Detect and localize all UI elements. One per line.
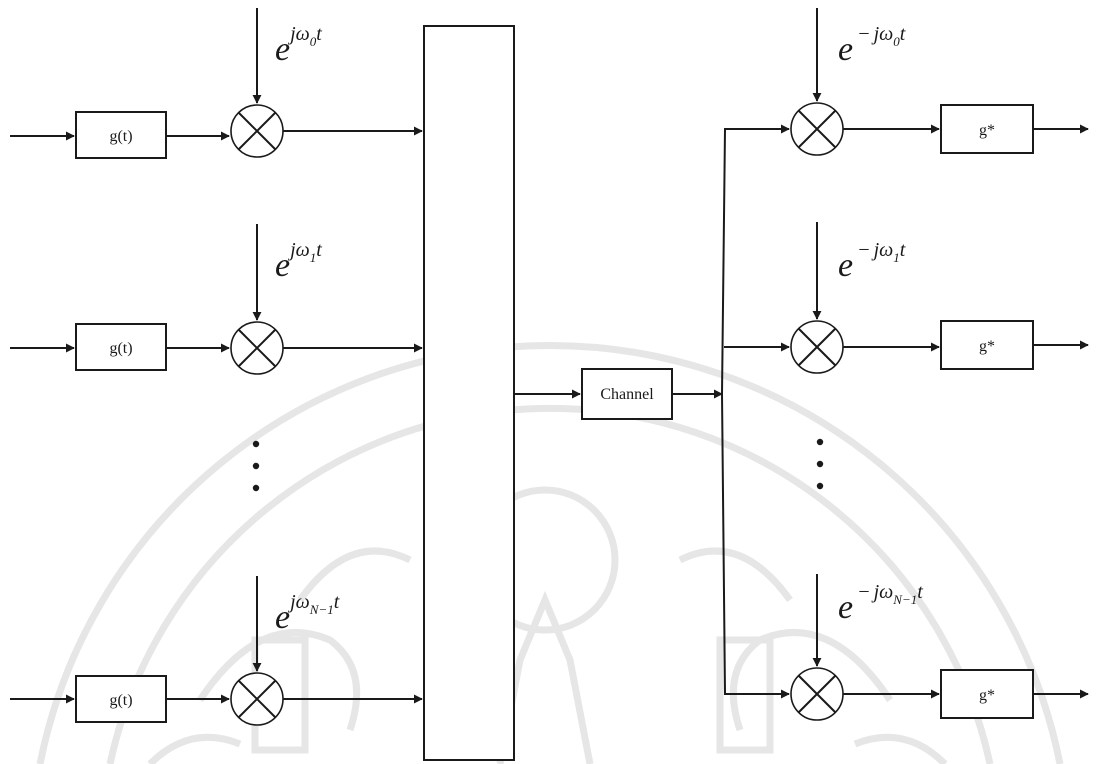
watermark-seal: [36, 341, 1064, 764]
multiplier-icon: [790, 667, 844, 721]
tx-branch-0: g(t): [10, 8, 423, 159]
rx-branch-0: g*: [790, 8, 1089, 156]
matched-filter-box-n-1: [940, 669, 1034, 719]
tx-branch-1: g(t): [10, 224, 423, 375]
pulse-shape-label-n-1: g(t): [109, 692, 132, 709]
carrier-tx-n-1-label: ejωN−1t: [275, 591, 340, 636]
multiplier-icon: [790, 320, 844, 374]
carrier-rx-n-1-label: e−jωN−1t: [838, 581, 923, 626]
channel-label: Channel: [600, 386, 654, 403]
carrier-rx-0-label: e−jω0t: [838, 23, 906, 68]
matched-filter-box-1: [940, 320, 1034, 370]
summation-block: [423, 25, 515, 761]
tx-branch-n-1: g(t): [10, 576, 423, 726]
matched-filter-label-n-1: g*: [979, 687, 995, 704]
matched-filter-label-1: g*: [979, 338, 995, 355]
pulse-shape-label-0: g(t): [109, 128, 132, 145]
carrier-tx-1-label: ejω1t: [275, 239, 322, 284]
matched-filter-box-0: [940, 104, 1034, 154]
pulse-shape-box-n-1: [75, 675, 167, 723]
pulse-shape-label-1: g(t): [109, 340, 132, 357]
rx-ellipsis: [816, 438, 824, 490]
receiver-bus: [720, 128, 731, 695]
tx-ellipsis: [252, 440, 260, 492]
rx-branch-n-1: g*: [790, 574, 1089, 721]
rx-branch-1: g*: [790, 222, 1089, 374]
carrier-rx-1-label: e−jω1t: [838, 239, 906, 284]
multiplier-icon: [230, 104, 284, 158]
multiplier-icon: [790, 102, 844, 156]
multiplier-icon: [230, 672, 284, 726]
channel-box: [581, 368, 673, 420]
multiplier-icon: [230, 321, 284, 375]
matched-filter-label-0: g*: [979, 122, 995, 139]
carrier-tx-0-label: ejω0t: [275, 23, 322, 68]
